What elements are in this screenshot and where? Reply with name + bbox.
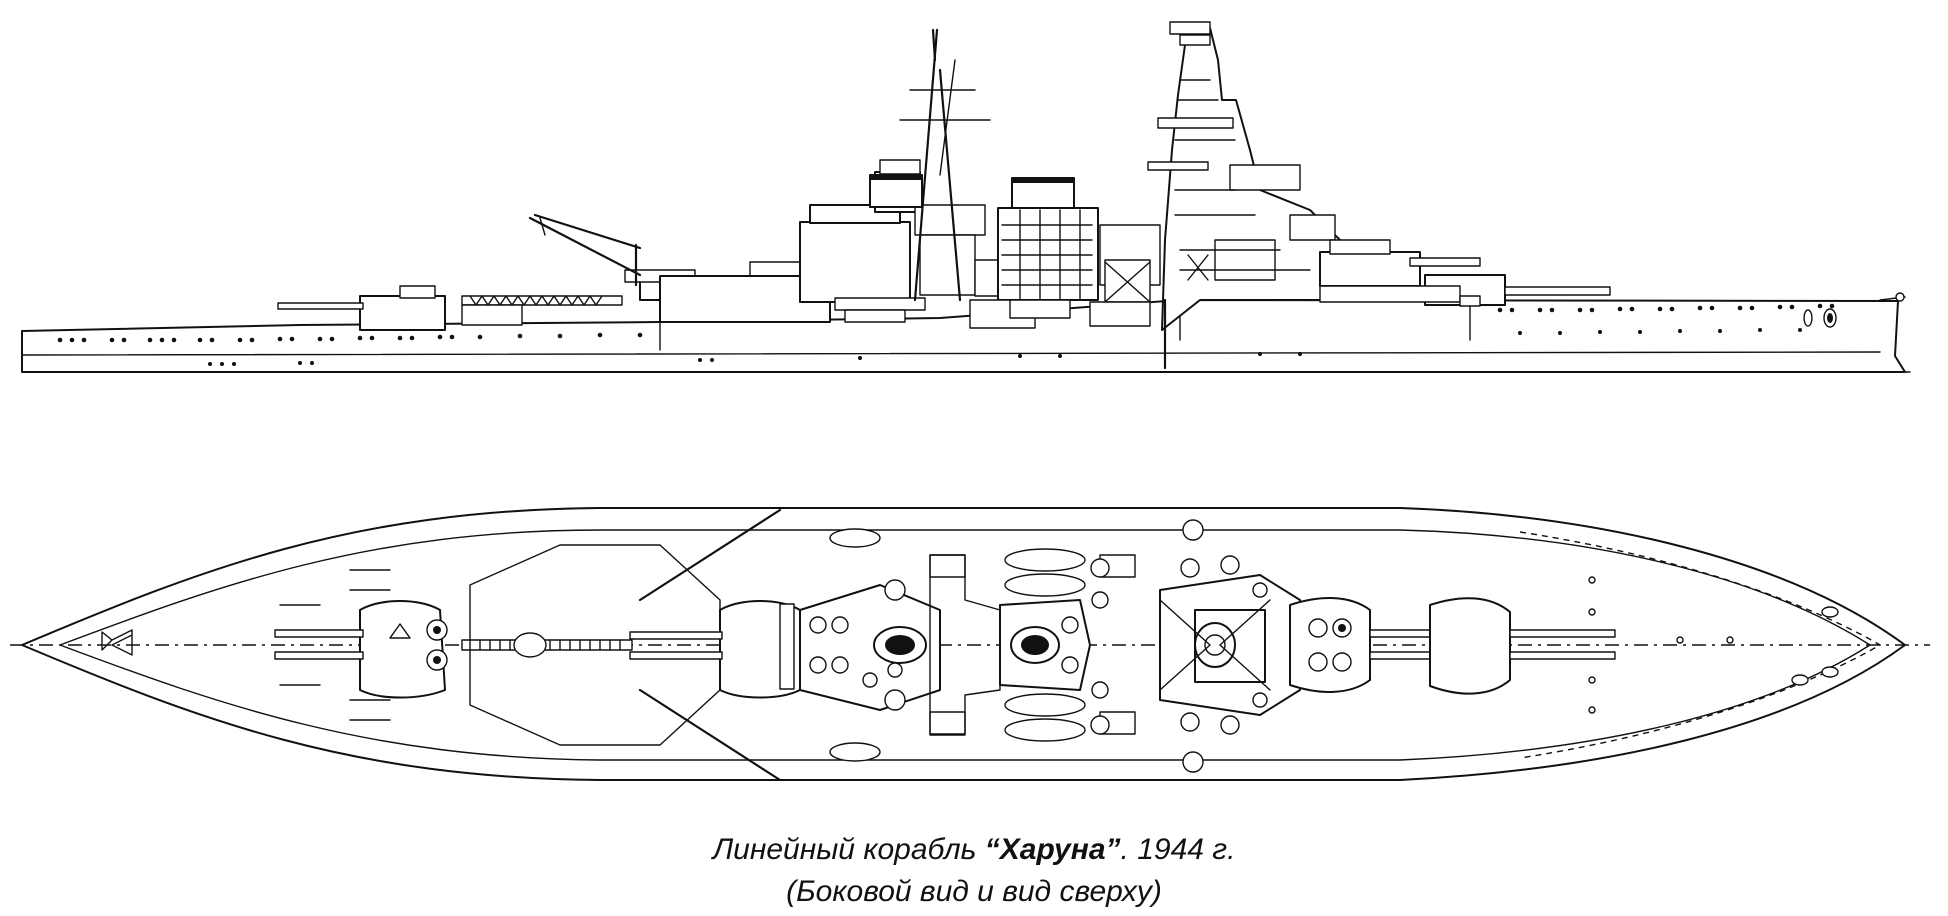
caption-suffix: . 1944 г.: [1120, 833, 1236, 866]
top-turret-3: [629, 600, 801, 699]
top-superstructure-aft: [799, 579, 941, 711]
top-superstructure-mid: [929, 554, 1136, 736]
side-mainmast: [899, 28, 991, 302]
side-funnel-aft: [869, 174, 923, 208]
top-boats: [829, 528, 1086, 762]
caption-ship-name: “Харуна”: [984, 833, 1121, 866]
caption-title: Линейный корабль “Харуна”. 1944 г.: [0, 832, 1948, 868]
side-crane: [528, 213, 642, 287]
top-turret-1: [1429, 597, 1616, 695]
side-turret-2: [1319, 239, 1481, 287]
caption-subtitle: (Боковой вид и вид сверху): [786, 875, 1162, 908]
top-bow-fittings: [1588, 576, 1839, 714]
caption-prefix: Линейный корабль: [712, 833, 985, 866]
top-turret-2: [1289, 597, 1471, 693]
side-catapult: [461, 295, 623, 326]
side-portholes: [57, 303, 1837, 366]
top-bridge: [1159, 519, 1311, 773]
side-pagoda-tower: [1147, 21, 1351, 370]
top-view: [10, 507, 1930, 782]
side-superstructure-aft: [659, 159, 1036, 323]
anchor-hawse: [1803, 309, 1813, 327]
stern-bitts: [101, 629, 133, 656]
top-turret-4: [274, 600, 448, 699]
side-turret-4: [277, 285, 446, 331]
side-midships-deckhouses: [969, 224, 1161, 329]
side-view: [21, 21, 1911, 373]
belt-line: [21, 351, 1881, 356]
top-hull: [21, 507, 1906, 781]
side-hull: [21, 299, 1906, 373]
side-funnel-fwd: [997, 177, 1099, 301]
